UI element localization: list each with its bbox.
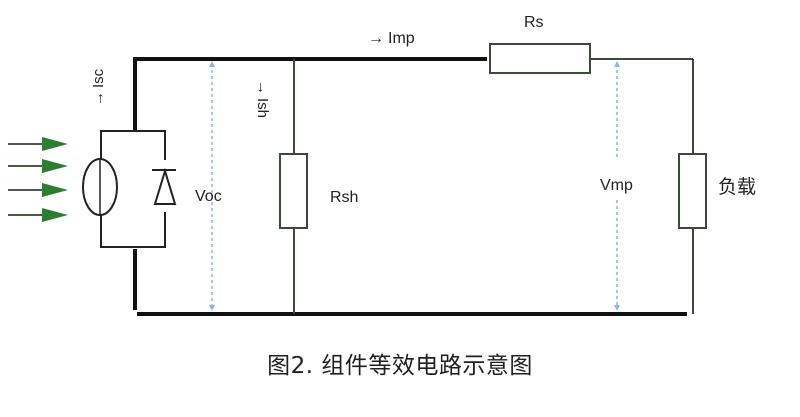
vmp-label: Vmp xyxy=(600,177,633,194)
light-arrow xyxy=(8,137,68,151)
light-arrow xyxy=(8,208,68,222)
solar-cell xyxy=(82,130,177,248)
wires xyxy=(133,57,694,316)
rs-label: Rs xyxy=(524,14,544,31)
light-arrow xyxy=(8,183,68,197)
imp-current-label: → Imp xyxy=(368,30,415,47)
load-label: 负载 xyxy=(718,176,756,198)
imp-label: Imp xyxy=(388,30,415,47)
ish-arrow-icon: → xyxy=(254,80,271,95)
rsh-label: Rsh xyxy=(330,189,358,206)
light-arrow xyxy=(8,159,68,173)
light-arrows xyxy=(8,137,68,222)
isc-current-label: → Isc xyxy=(90,68,107,106)
ish-current-label: → Ish xyxy=(254,80,271,118)
rs-resistor xyxy=(489,43,591,74)
imp-arrow-icon: → xyxy=(368,30,384,47)
voc-label: Voc xyxy=(195,188,222,205)
ish-label: Ish xyxy=(254,98,271,118)
load-resistor xyxy=(678,153,707,229)
isc-arrow-icon: → xyxy=(90,91,107,106)
isc-label: Isc xyxy=(90,68,107,88)
diode-icon xyxy=(152,160,177,212)
figure-caption: 图2. 组件等效电路示意图 xyxy=(267,353,533,379)
rsh-resistor xyxy=(279,153,308,229)
